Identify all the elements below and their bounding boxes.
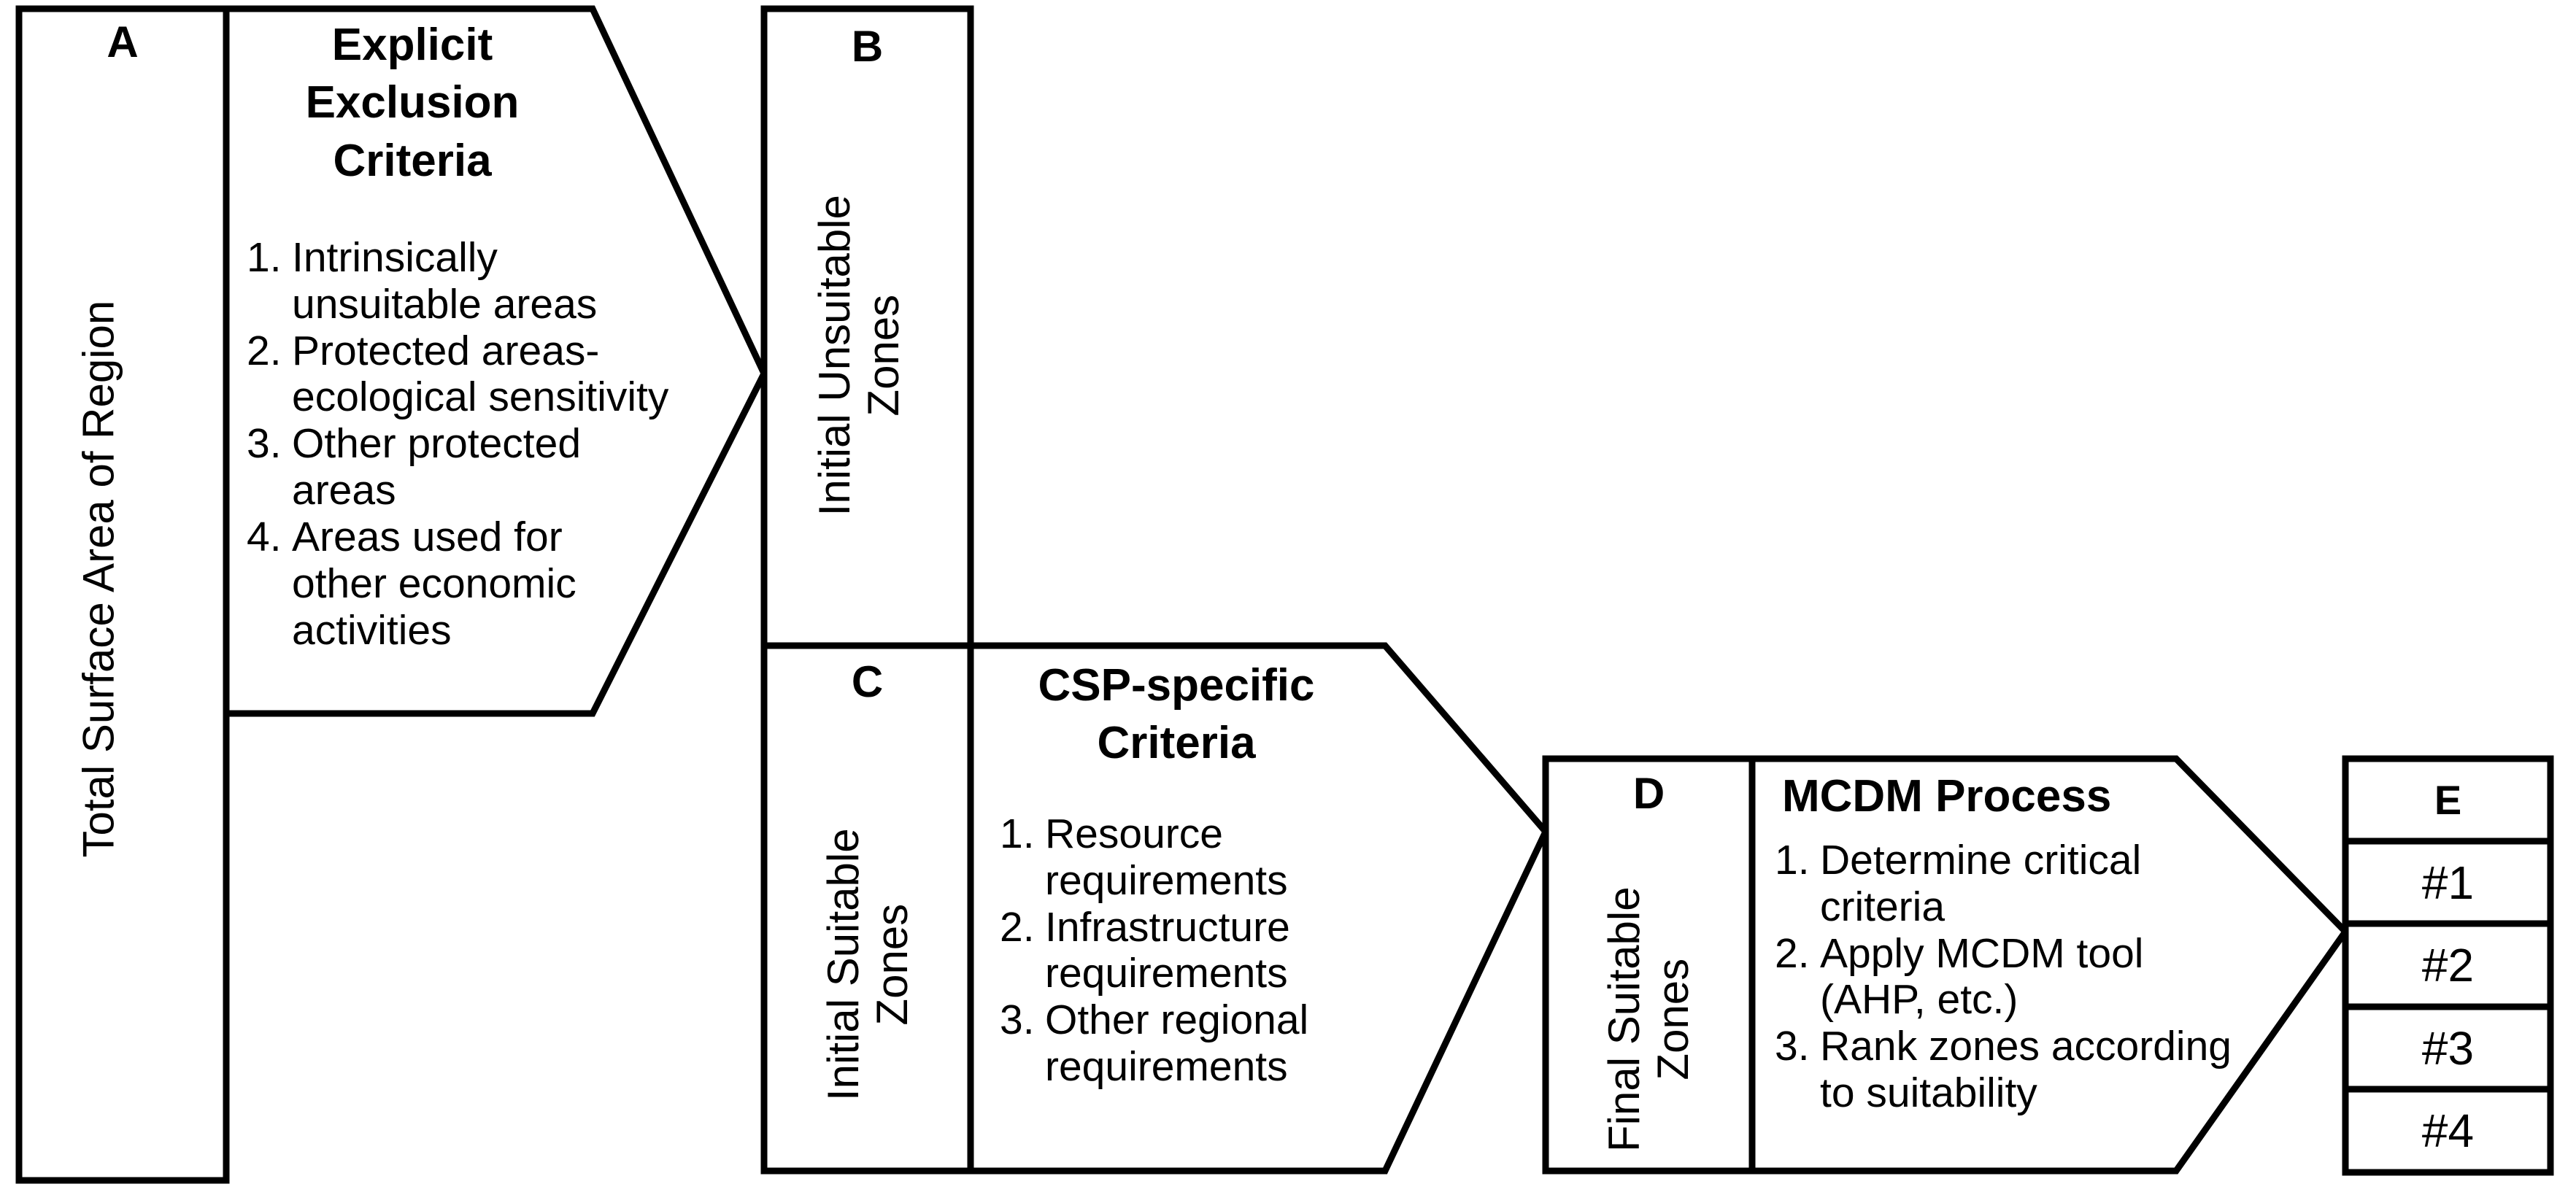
- explicit-exclusion-arrow-shape: [223, 5, 768, 717]
- list-marker: 1.: [1775, 837, 1810, 883]
- list-marker: 2.: [1000, 903, 1035, 951]
- box-b-letter: B: [851, 22, 884, 71]
- list-marker: 1.: [1000, 811, 1035, 857]
- csp-criteria-arrow-shape: [967, 642, 1550, 1175]
- explicit-exclusion-title: Explicit Exclusion Criteria: [305, 20, 520, 186]
- box-e-rank-2: #2: [2421, 939, 2475, 991]
- mcdm-process-title: MCDM Process: [1782, 771, 2112, 821]
- box-a-shape: [15, 5, 230, 1184]
- list-marker: 3.: [247, 420, 282, 468]
- list-item: 2. Apply MCDM tool(AHP, etc.): [1775, 929, 2329, 1024]
- box-c-shape: [760, 642, 974, 1175]
- box-e-header: E: [2434, 776, 2462, 823]
- list-marker: 1.: [247, 234, 282, 281]
- list-marker: 4.: [247, 513, 282, 560]
- box-a-letter: A: [107, 18, 139, 66]
- csp-criteria-title: CSP-specific Criteria: [1038, 660, 1315, 769]
- list-item: 2. Protected areas-ecological sensitivit…: [247, 328, 728, 422]
- box-c-letter: C: [851, 657, 884, 706]
- box-e-shape: [2342, 755, 2554, 1176]
- box-d-label: Final Suitable Zones: [1599, 886, 1697, 1152]
- list-marker: 2.: [1775, 929, 1810, 977]
- box-e-rank-1: #1: [2421, 856, 2475, 909]
- box-a-label: Total Surface Area of Region: [74, 300, 123, 858]
- list-text: Protected areas-ecological sensitivity: [292, 327, 669, 421]
- box-b-label: Initial Unsuitable Zones: [809, 195, 908, 517]
- list-marker: 3.: [1000, 997, 1035, 1044]
- box-c-label: Initial Suitable Zones: [818, 828, 917, 1101]
- box-e-rank-4: #4: [2421, 1105, 2475, 1157]
- list-text: Apply MCDM tool(AHP, etc.): [1820, 929, 2144, 1024]
- mcdm-process-arrow-shape: [1748, 755, 2350, 1175]
- box-e-rank-3: #3: [2421, 1021, 2475, 1075]
- box-d-letter: D: [1632, 769, 1665, 818]
- list-marker: 2.: [247, 327, 282, 374]
- list-marker: 3.: [1775, 1023, 1810, 1070]
